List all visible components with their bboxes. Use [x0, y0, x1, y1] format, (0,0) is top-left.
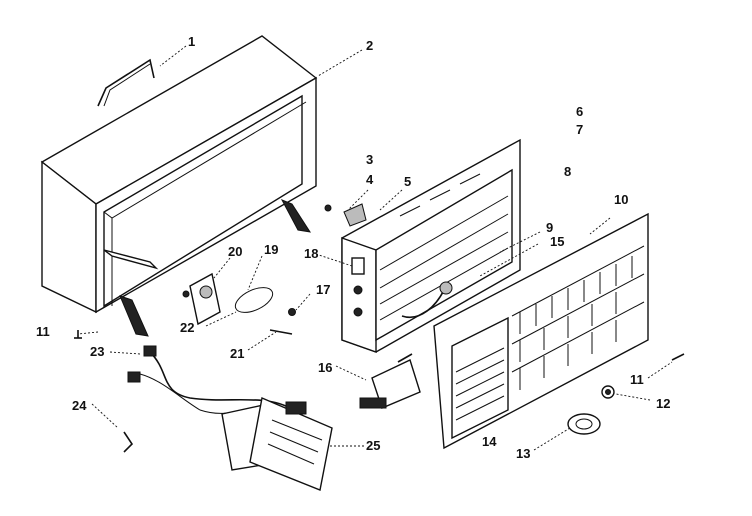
callout-6: 6: [576, 104, 583, 119]
callout-14: 14: [482, 434, 497, 449]
callout-4: 4: [366, 172, 374, 187]
callout-11-left: 11: [36, 324, 50, 339]
nut-17: [288, 308, 296, 316]
callout-22: 22: [180, 320, 194, 335]
callout-24: 24: [72, 398, 87, 413]
callout-5: 5: [404, 174, 411, 189]
heating-element-frame: [341, 138, 521, 353]
callout-25: 25: [366, 438, 380, 453]
front-grille-panel: [433, 212, 649, 450]
callout-1: 1: [188, 34, 195, 49]
callout-15: 15: [550, 234, 564, 249]
callout-19: 19: [264, 242, 278, 257]
callout-23: 23: [90, 344, 104, 359]
screw-11: [671, 353, 685, 361]
housing-box: [40, 35, 318, 337]
carry-handle: [97, 58, 155, 107]
callout-9: 9: [546, 220, 553, 235]
thermostat-bracket: [182, 272, 221, 326]
callout-16: 16: [318, 360, 332, 375]
callout-13: 13: [516, 446, 530, 461]
switch-18: [351, 257, 365, 275]
callout-8: 8: [564, 164, 571, 179]
callout-3: 3: [366, 152, 373, 167]
cord-clip-24: [123, 431, 134, 453]
manual-pack-25: [221, 397, 333, 491]
knob-13: [567, 413, 601, 435]
callout-7: 7: [576, 122, 583, 137]
callout-12: 12: [656, 396, 670, 411]
callout-2: 2: [366, 38, 373, 53]
callout-18: 18: [304, 246, 318, 261]
callout-20: 20: [228, 244, 242, 259]
screw-21: [269, 329, 293, 335]
bracket-3-4: [324, 203, 367, 227]
callout-10: 10: [614, 192, 628, 207]
callout-21: 21: [230, 346, 244, 361]
control-knob-ring: [234, 287, 274, 313]
bushing-12: [601, 385, 615, 399]
callout-17: 17: [316, 282, 330, 297]
callout-labels: 1 2 3 4 5 6 7 8 9 10 11 11 12 13 14 15 1…: [36, 34, 670, 461]
terminal-block-16: [359, 353, 421, 409]
callout-11-right: 11: [630, 372, 644, 387]
